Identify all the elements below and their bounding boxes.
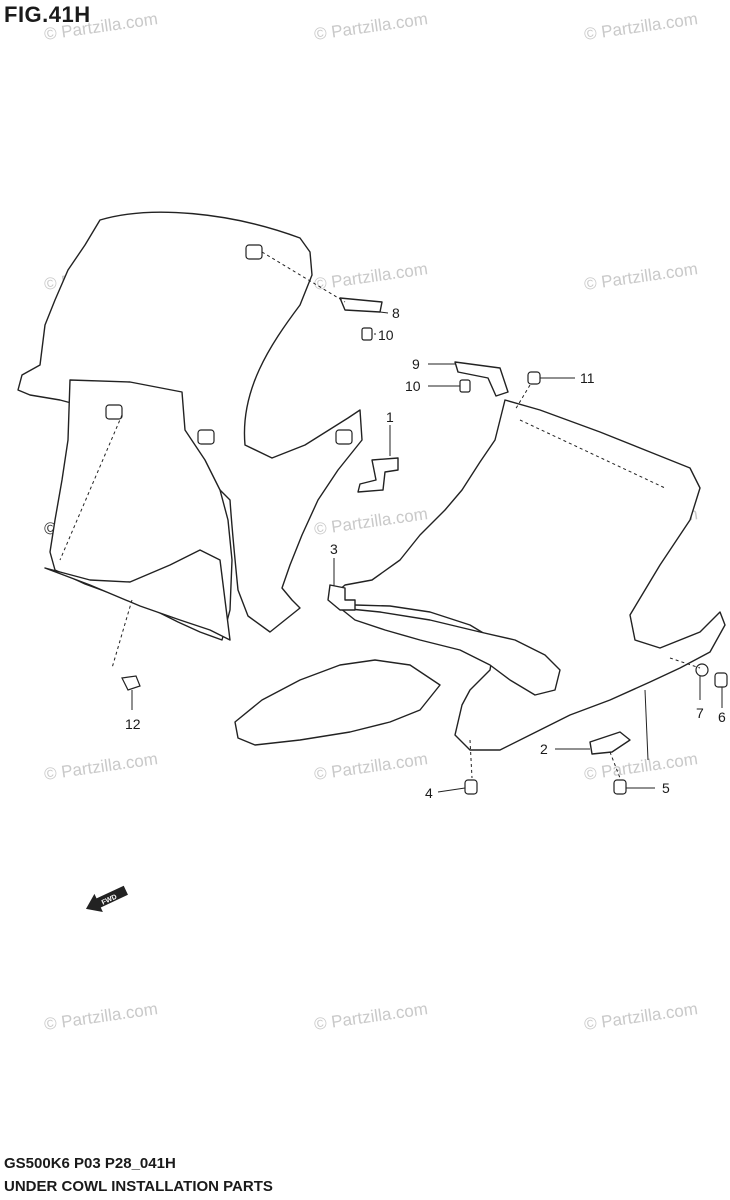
callout-3: 3 <box>330 541 338 557</box>
watermark: © Partzilla.com <box>313 504 429 539</box>
watermark: © Partzilla.com <box>43 9 159 44</box>
assembly-line <box>669 657 701 669</box>
rubber-mount <box>105 404 123 420</box>
bolt-4 <box>464 779 478 795</box>
callout-1: 1 <box>386 409 394 425</box>
watermark: © Partzilla.com <box>43 999 159 1034</box>
assembly-line <box>59 414 123 561</box>
assembly-line <box>111 599 133 669</box>
figure-title: FIG.41H <box>4 2 91 27</box>
callout-6: 6 <box>718 709 726 725</box>
bolt-10-lower <box>459 379 471 393</box>
assembly-line <box>609 751 621 779</box>
bolt-10-upper <box>361 327 373 341</box>
callout-7: 7 <box>696 705 704 721</box>
screw-11 <box>527 371 541 385</box>
bracket-9 <box>454 361 509 397</box>
watermark: © Partzilla.com <box>583 259 699 294</box>
forward-arrow-icon: FWD <box>85 885 128 913</box>
watermark: © Partzilla.com <box>43 749 159 784</box>
watermark: © Partzilla.com <box>313 259 429 294</box>
watermark: © Partzilla.com <box>583 999 699 1034</box>
callout-10: 10 <box>378 327 394 343</box>
washer-7 <box>695 663 709 677</box>
callout-2: 2 <box>540 741 548 757</box>
watermark: © Partzilla.com <box>583 9 699 44</box>
right-lower-rear-panel <box>234 659 441 746</box>
watermark: © Partzilla.com <box>583 749 699 784</box>
bolt-5 <box>613 779 627 795</box>
callout-5: 5 <box>662 780 670 796</box>
callout-4: 4 <box>425 785 433 801</box>
diagram-description: UNDER COWL INSTALLATION PARTS <box>4 1178 273 1195</box>
bracket-8 <box>339 297 383 313</box>
right-under-cowl-panel <box>329 399 726 751</box>
watermark: © Partzilla.com <box>313 999 429 1034</box>
watermark: © Partzilla.com <box>313 749 429 784</box>
callout-8: 8 <box>392 305 400 321</box>
rubber-mount <box>197 429 215 445</box>
assembly-line <box>261 251 346 303</box>
callout-10: 10 <box>405 378 421 394</box>
screw-6 <box>714 672 728 688</box>
clip-12 <box>121 675 141 691</box>
rubber-mount <box>335 429 353 445</box>
diagram-code: GS500K6 P03 P28_041H <box>4 1155 176 1172</box>
leader-lines <box>131 311 723 793</box>
watermark: © Partzilla.com <box>313 9 429 44</box>
rubber-mount <box>245 244 263 260</box>
center-fairing-section <box>339 607 561 696</box>
bracket-3 <box>327 584 356 611</box>
assembly-line <box>519 419 666 489</box>
callout-12: 12 <box>125 716 141 732</box>
bracket-1 <box>357 457 399 493</box>
callout-11: 11 <box>580 370 595 386</box>
assembly-line <box>514 384 531 411</box>
bracket-2 <box>589 731 631 755</box>
callout-9: 9 <box>412 356 420 372</box>
assembly-line <box>469 739 473 779</box>
